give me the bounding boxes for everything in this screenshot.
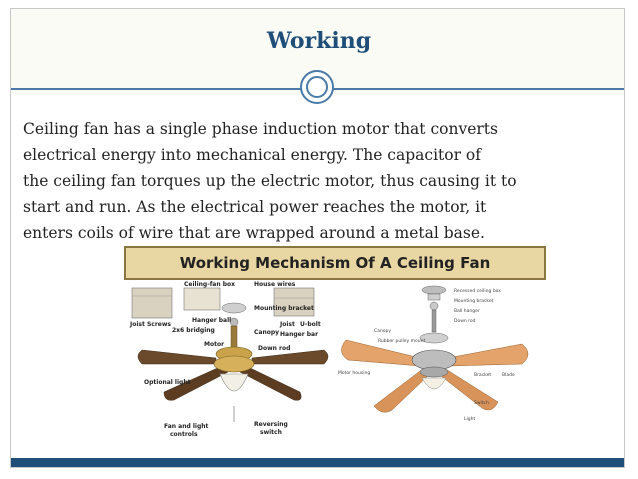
divider-circle-inner xyxy=(306,76,328,98)
label-ball-hanger: Ball hanger xyxy=(454,308,480,314)
bottom-accent-bar xyxy=(11,458,624,467)
label-reversing-switch-2: switch xyxy=(260,429,282,436)
label-hanger-ball: Hanger ball xyxy=(192,317,231,324)
label-fan-light-controls-2: controls xyxy=(170,431,198,438)
label-blade: Blade xyxy=(502,372,515,378)
label-joist: Joist xyxy=(279,321,295,328)
label-bridging: 2x6 bridging xyxy=(172,327,215,334)
slide-frame xyxy=(10,8,625,468)
ceiling-fan-figure: Working Mechanism Of A Ceiling Fan xyxy=(124,246,546,444)
label-mounting-bracket-right: Mounting bracket xyxy=(454,298,494,304)
label-light: Light xyxy=(464,416,475,422)
left-fan-diagram: Ceiling-fan box House wires Mounting bra… xyxy=(129,281,329,438)
label-motor-housing: Motor housing xyxy=(338,370,370,376)
paragraph-line: Ceiling fan has a single phase induction… xyxy=(23,120,498,138)
label-ceiling-fan-box: Ceiling-fan box xyxy=(184,281,235,288)
label-fan-light-controls: Fan and light xyxy=(164,423,209,430)
right-fan-diagram: Recessed ceiling box Mounting bracket Ba… xyxy=(338,285,529,422)
fan-diagram-illustration: Ceiling-fan box House wires Mounting bra… xyxy=(129,281,529,438)
slide-title: Working xyxy=(266,28,372,54)
label-canopy: Canopy xyxy=(254,329,279,336)
label-down-rod-right: Down rod xyxy=(454,318,476,324)
body-paragraph: Ceiling fan has a single phase induction… xyxy=(23,116,618,246)
label-hanger-bar: Hanger bar xyxy=(280,331,318,338)
label-reversing-switch: Reversing xyxy=(254,421,288,428)
figure-banner: Working Mechanism Of A Ceiling Fan xyxy=(124,246,546,280)
divider-circle-ornament xyxy=(300,70,334,104)
label-mounting-bracket: Mounting bracket xyxy=(254,305,314,312)
label-down-rod: Down rod xyxy=(258,345,290,352)
label-canopy-right: Canopy xyxy=(374,328,391,334)
paragraph-line: enters coils of wire that are wrapped ar… xyxy=(23,224,485,242)
label-switch: Switch xyxy=(474,400,489,406)
label-bracket: Bracket xyxy=(474,372,491,378)
paragraph-line: start and run. As the electrical power r… xyxy=(23,198,487,216)
label-motor: Motor xyxy=(204,341,224,348)
label-joist-screws: Joist Screws xyxy=(129,321,171,328)
label-recessed-ceiling-box: Recessed ceiling box xyxy=(454,288,501,294)
label-rubber-pulley: Rubber pulley mount xyxy=(378,338,425,344)
paragraph-line: electrical energy into mechanical energy… xyxy=(23,146,481,164)
paragraph-line: the ceiling fan torques up the electric … xyxy=(23,172,517,190)
label-optional-light: Optional light xyxy=(144,379,191,386)
label-house-wires: House wires xyxy=(254,281,296,288)
label-u-bolt: U-bolt xyxy=(300,321,321,328)
